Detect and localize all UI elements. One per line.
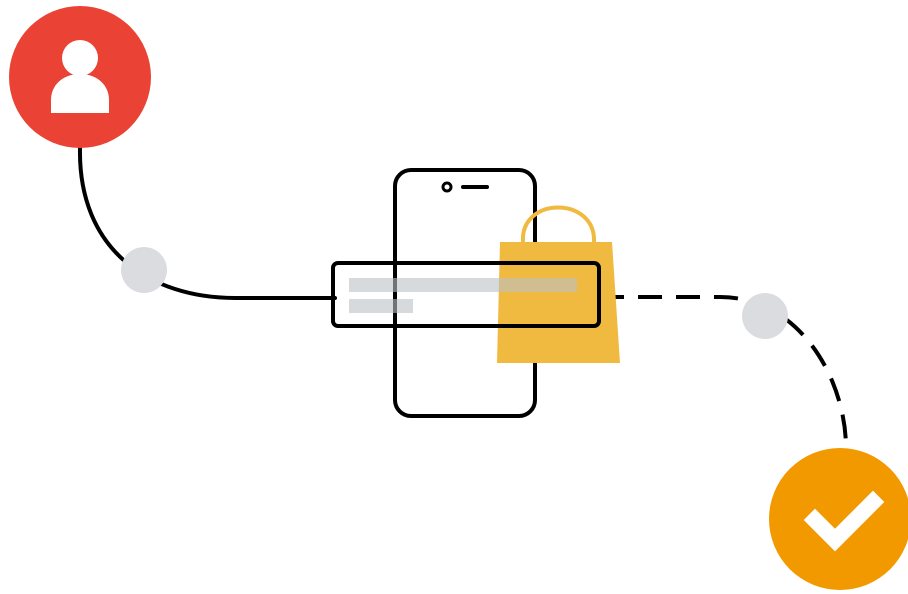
phone-camera-icon (441, 181, 453, 193)
form-card (331, 261, 601, 328)
solid-path-line (77, 146, 337, 300)
checkmark-icon (803, 490, 885, 552)
form-field-line-short (349, 299, 413, 313)
shopping-bag-icon (497, 205, 620, 363)
waypoint-dot-right (742, 293, 788, 339)
form-field-line-long (349, 278, 577, 292)
user-icon (51, 40, 109, 113)
success-badge (769, 448, 908, 590)
waypoint-dot-left (121, 247, 167, 293)
user-badge (9, 6, 151, 148)
dashed-path-line (600, 295, 848, 449)
